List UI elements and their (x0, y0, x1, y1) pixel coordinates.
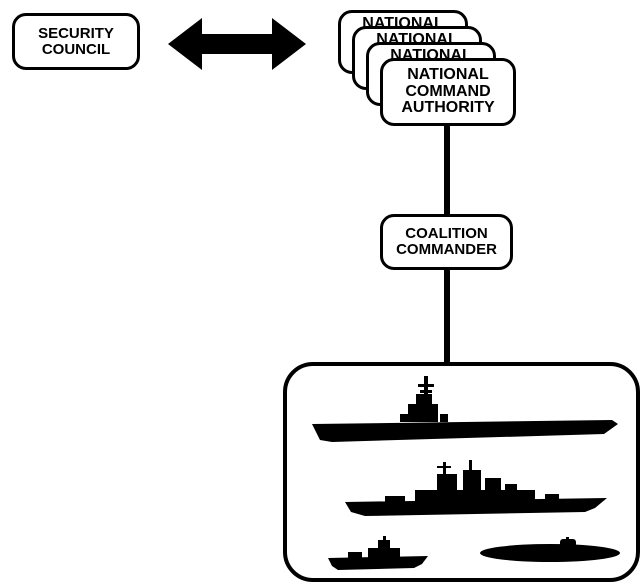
submarine-icon (480, 537, 620, 562)
connector-coalition-to-fleet (444, 270, 450, 363)
nca-line2: COMMAND (405, 82, 491, 100)
coalition-line2: COMMANDER (396, 241, 497, 258)
security-council-line2: COUNCIL (41, 40, 111, 58)
frigate-icon (328, 536, 428, 570)
coalition-commander-box: COALITION COMMANDER (380, 214, 513, 270)
aircraft-carrier-icon (312, 376, 618, 442)
coalition-line1: COALITION (405, 225, 488, 243)
security-council-line1: SECURITY (38, 24, 114, 42)
national-command-authority-box: NATIONAL COMMAND AUTHORITY (380, 58, 516, 126)
security-council-box: SECURITY COUNCIL (12, 13, 140, 70)
nca-line3: AUTHORITY (401, 99, 495, 117)
connector-nca-to-coalition (444, 126, 450, 215)
cruiser-icon (345, 460, 607, 516)
nca-line1: NATIONAL (407, 65, 489, 83)
double-arrow-icon (168, 18, 306, 70)
